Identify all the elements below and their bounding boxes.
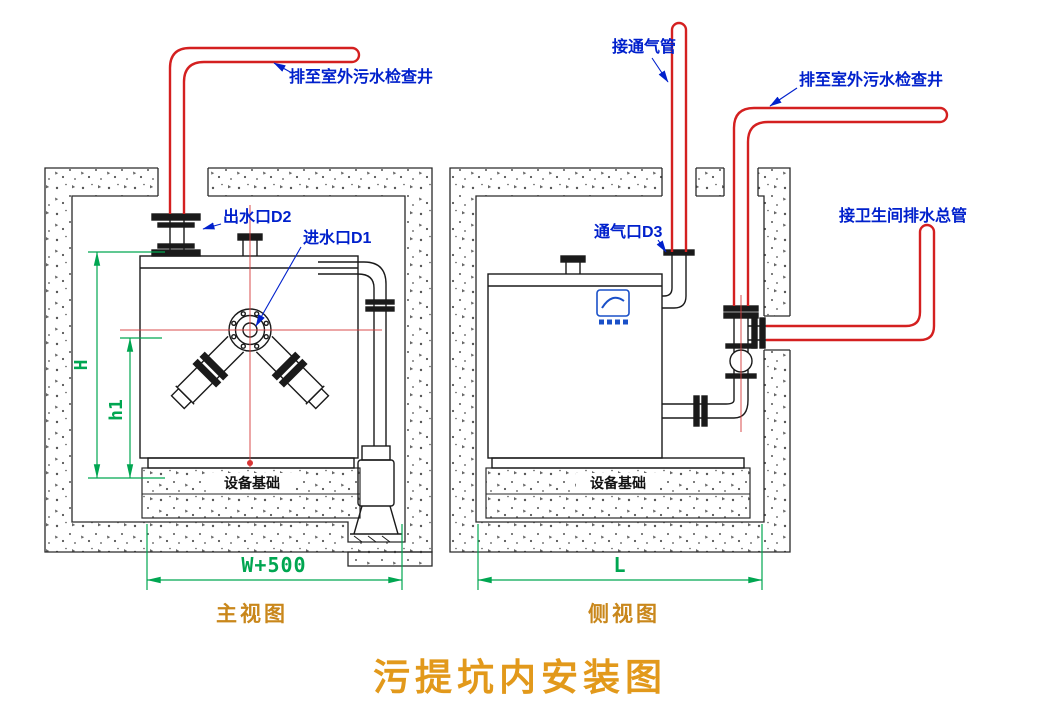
side-discharge-leader [769, 87, 798, 107]
dimension-h: H [71, 251, 165, 479]
dimension-h1-label: h1 [106, 399, 127, 421]
vent-port-label: 通气口D3 [594, 222, 663, 241]
side-callouts: 接通气管 排至室外污水检查井 通气口D3 接卫生间排水总管 [594, 37, 967, 253]
side-pit-wall [449, 165, 792, 553]
inlet-label: 进水口D1 [303, 228, 372, 247]
front-pump-left [170, 335, 245, 410]
side-view-caption: 侧视图 [588, 602, 660, 626]
dimension-h1: h1 [106, 337, 162, 479]
outlet-leader [202, 222, 222, 230]
front-discharge-label: 排至室外污水检查井 [289, 67, 433, 86]
front-discharge-leader [273, 62, 293, 74]
front-foundation-label: 设备基础 [224, 475, 280, 491]
side-base-frame [491, 457, 745, 469]
vent-pipe-label: 接通气管 [612, 37, 676, 56]
front-centerlines [120, 205, 382, 468]
front-sump-pipe [318, 261, 395, 446]
toilet-main-label: 接卫生间排水总管 [839, 206, 967, 225]
front-sump-pump [350, 445, 402, 543]
dimension-w: W+500 [146, 524, 403, 590]
dimension-h-label: H [71, 360, 92, 371]
front-discharge-pipe [168, 46, 361, 214]
outlet-label: 出水口D2 [223, 207, 292, 226]
side-foundation: 设备基础 [485, 467, 751, 519]
side-discharge-pipe [732, 106, 949, 306]
side-vent-pipe [670, 21, 688, 252]
side-discharge-label: 排至室外污水检查井 [799, 70, 943, 89]
front-pump-right [255, 335, 330, 410]
side-toilet-main-pipe [766, 223, 936, 342]
inlet-leader [255, 246, 302, 327]
side-foundation-label: 设备基础 [590, 475, 646, 491]
dimension-l-label: L [613, 553, 626, 577]
front-view-caption: 主视图 [216, 602, 288, 626]
front-callouts: 排至室外污水检查井 出水口D2 进水口D1 [202, 62, 433, 327]
vent-port-leader [656, 239, 667, 253]
vent-pipe-leader [651, 57, 669, 83]
tank-logo [596, 289, 630, 325]
dimension-w-label: W+500 [241, 553, 306, 577]
front-base-frame [147, 457, 355, 469]
dimension-l: L [477, 524, 763, 590]
front-foundation: 设备基础 [141, 467, 361, 519]
drawing-title: 污提坑内安装图 [373, 657, 667, 698]
